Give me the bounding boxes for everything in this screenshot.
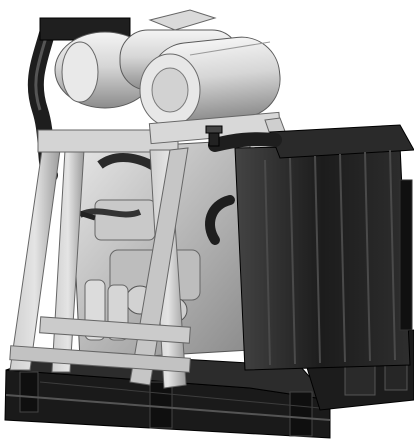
lifting-frame [9, 111, 293, 389]
radiator [205, 124, 414, 371]
air-cleaner-muffler [54, 9, 281, 127]
lower-radiator-hose [205, 195, 235, 245]
upper-radiator-hose [208, 132, 282, 152]
radiator-fins [264, 149, 396, 366]
radiator-top-tank [269, 124, 414, 159]
radiator-cap [205, 125, 223, 147]
